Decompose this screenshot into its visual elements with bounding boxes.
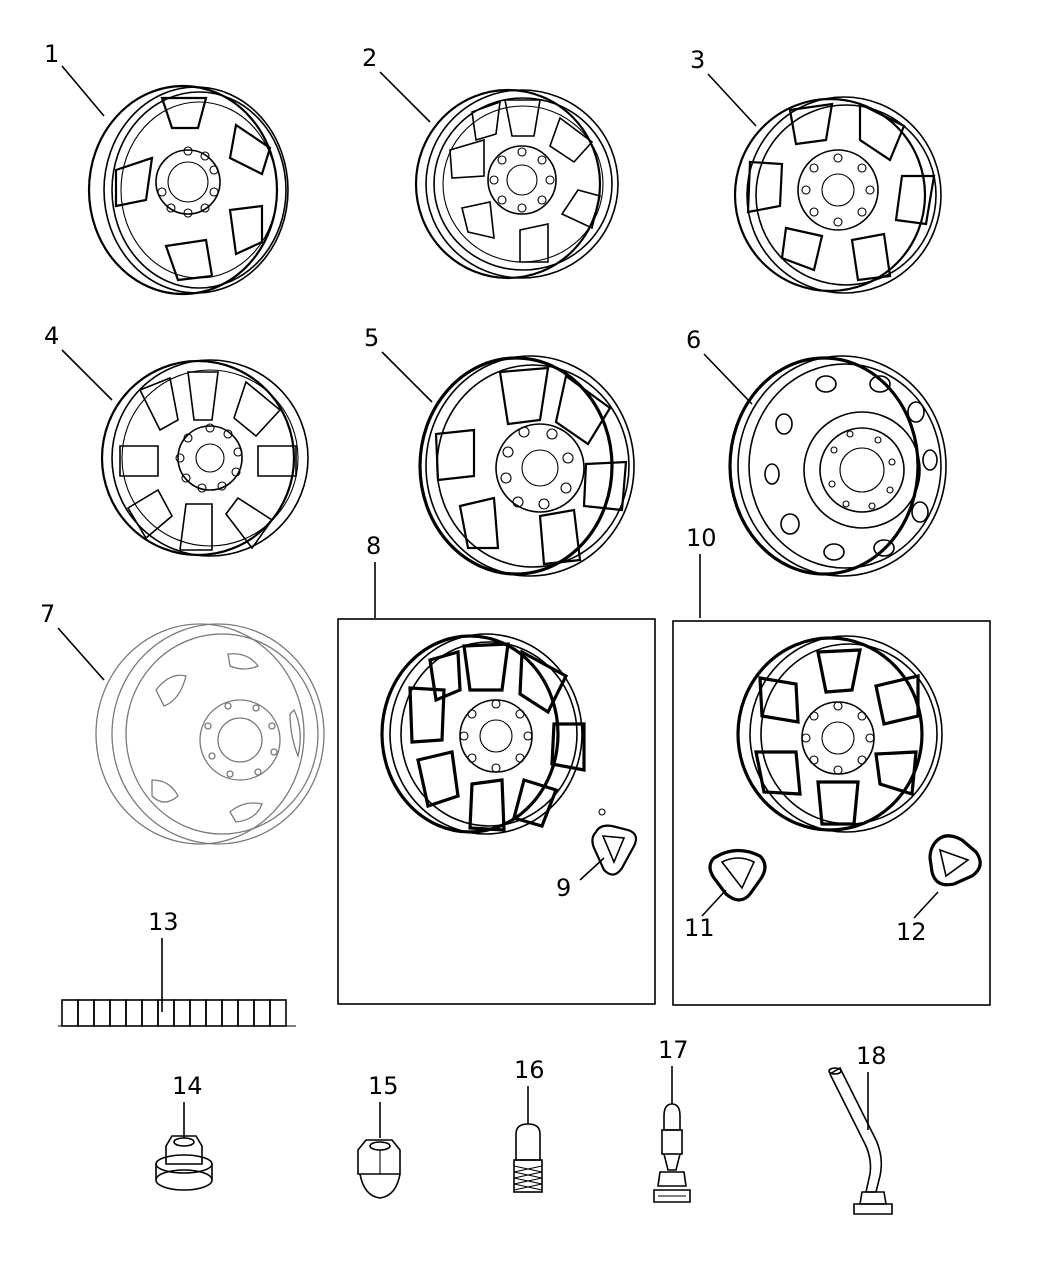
- callout-9: 9: [556, 874, 571, 902]
- wheel-kit-box-8: [337, 618, 656, 1005]
- valve-stem-17[interactable]: [653, 1103, 691, 1203]
- wheel-weight-strip-13[interactable]: [58, 999, 296, 1027]
- wheel-10[interactable]: [736, 635, 943, 833]
- callout-11: 11: [684, 914, 715, 942]
- lug-nut-14[interactable]: [155, 1135, 213, 1191]
- valve-cap-16[interactable]: [513, 1123, 543, 1193]
- valve-stem-18[interactable]: [828, 1066, 893, 1215]
- callout-12: 12: [896, 918, 927, 946]
- callout-8: 8: [366, 532, 381, 560]
- callout-3: 3: [690, 46, 705, 74]
- wheel-5[interactable]: [418, 355, 635, 577]
- wheel-2[interactable]: [414, 88, 619, 280]
- callout-2: 2: [362, 44, 377, 72]
- callout-4: 4: [44, 322, 59, 350]
- wheel-1[interactable]: [87, 84, 289, 296]
- callout-1: 1: [44, 40, 59, 68]
- wheel-6[interactable]: [728, 355, 947, 577]
- center-cap-9[interactable]: [591, 808, 638, 876]
- wheel-kit-box-10: [672, 620, 991, 1006]
- callout-16: 16: [514, 1056, 545, 1084]
- callout-18: 18: [856, 1042, 887, 1070]
- callout-10: 10: [686, 524, 717, 552]
- callout-17: 17: [658, 1036, 689, 1064]
- lug-nut-15[interactable]: [357, 1139, 401, 1199]
- wheel-8[interactable]: [380, 633, 586, 835]
- callout-6: 6: [686, 326, 701, 354]
- center-cap-12[interactable]: [928, 834, 982, 887]
- callout-14: 14: [172, 1072, 203, 1100]
- callout-15: 15: [368, 1072, 399, 1100]
- wheel-4[interactable]: [100, 359, 309, 557]
- wheel-7[interactable]: [95, 623, 325, 845]
- callout-7: 7: [40, 600, 55, 628]
- callout-13: 13: [148, 908, 179, 936]
- wheel-3[interactable]: [733, 96, 942, 294]
- center-cap-11[interactable]: [708, 848, 767, 902]
- callout-5: 5: [364, 324, 379, 352]
